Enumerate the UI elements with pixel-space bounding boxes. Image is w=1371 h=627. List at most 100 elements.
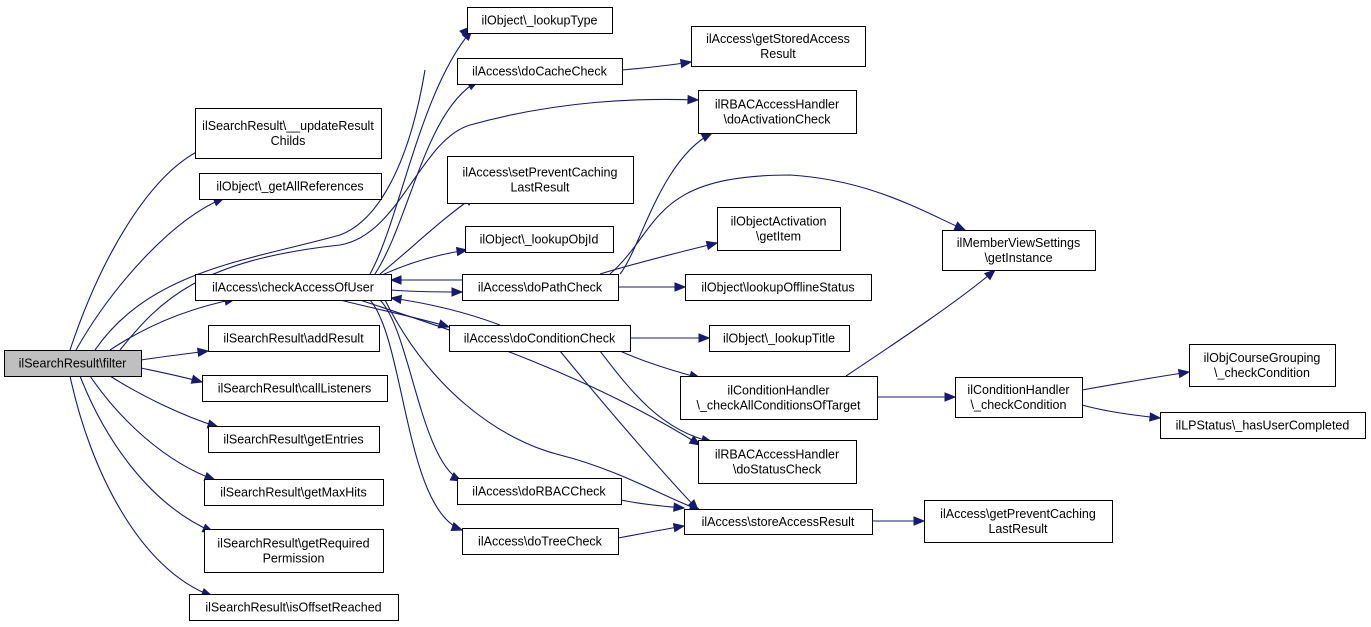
node-box (189, 594, 399, 621)
node-storeAccessResult[interactable]: ilAccess\storeAccessResult (684, 509, 873, 535)
edge-line (75, 197, 225, 351)
edge-filter-to-addResult (140, 347, 210, 361)
node-label: ilAccess\getPreventCaching (940, 507, 1096, 521)
edge-checkAccessOfUser-to-doConditionCheck (339, 299, 451, 329)
node-box (685, 274, 872, 301)
node-layer: ilSearchResult\filter ilSearchResult\__up… (4, 7, 1366, 621)
node-label: ilSearchResult\isOffsetReached (205, 601, 381, 615)
arrow-head (437, 319, 451, 329)
node-label: Result (760, 47, 796, 61)
node-getItem[interactable]: ilObjectActivation\getItem (717, 207, 841, 251)
node-label: ilObject\_lookupObjId (480, 233, 599, 247)
node-addResult[interactable]: ilSearchResult\addResult (208, 325, 380, 352)
edge-doPathCheck-to-getItem (599, 240, 719, 275)
node-label: ilConditionHandler (967, 383, 1069, 397)
node-callListeners[interactable]: ilSearchResult\callListeners (202, 375, 388, 402)
edge-doConditionCheck-to-checkAccessOfUser (389, 294, 501, 326)
node-label: ilAccess\doCacheCheck (472, 65, 608, 79)
edge-storeAccessResult-to-getPreventCaching (871, 516, 926, 526)
node-box (195, 108, 382, 159)
node-lookupType[interactable]: ilObject\_lookupType (467, 7, 613, 34)
arrow-head (913, 516, 926, 526)
edge-checkAccessOfUser-to-lookupType (369, 28, 473, 275)
node-filter[interactable]: ilSearchResult\filter (4, 350, 142, 377)
node-lookupOfflineStatus[interactable]: ilObject\lookupOfflineStatus (685, 274, 872, 301)
node-label: \_checkCondition (1214, 366, 1310, 380)
node-checkAccessOfUser[interactable]: ilAccess\checkAccessOfUser (195, 274, 392, 301)
node-doPathCheck[interactable]: ilAccess\doPathCheck (462, 274, 619, 301)
node-box (462, 528, 619, 555)
edge-doRBACCheck-to-storeAccessResult (620, 499, 686, 512)
edge-line (79, 375, 214, 533)
node-lookupObjId[interactable]: ilObject\_lookupObjId (465, 226, 614, 253)
node-label: ilObject\_lookupTitle (723, 332, 835, 346)
node-box (195, 274, 392, 301)
node-doRBACCheck[interactable]: ilAccess\doRBACCheck (457, 478, 622, 505)
edge-line (1081, 404, 1161, 419)
edge-line (1081, 371, 1190, 391)
arrow-head (687, 499, 699, 511)
node-doConditionCheck[interactable]: ilAccess\doConditionCheck (449, 325, 631, 352)
edge-line (390, 289, 463, 293)
arrow-head (673, 502, 686, 512)
node-box (457, 478, 622, 505)
node-hasUserCompleted[interactable]: ilLPStatus\_hasUserCompleted (1160, 412, 1366, 439)
node-label: ilSearchResult\__updateResult (202, 119, 374, 133)
node-doTreeCheck[interactable]: ilAccess\doTreeCheck (462, 528, 619, 555)
node-label: ilSearchResult\callListeners (218, 382, 372, 396)
node-box (1189, 344, 1336, 387)
node-objCourseGrouping[interactable]: ilObjCourseGrouping\_checkCondition (1189, 344, 1336, 387)
node-label: ilObjectActivation (731, 215, 827, 229)
edge-checkAccessOfUser-to-doTreeCheck (369, 299, 464, 531)
node-box (447, 156, 634, 204)
node-box (467, 7, 613, 34)
node-getEntries[interactable]: ilSearchResult\getEntries (208, 426, 380, 453)
edge-filter-to-doActivationCheck (119, 94, 700, 351)
node-isOffsetReached[interactable]: ilSearchResult\isOffsetReached (189, 594, 399, 621)
edge-doPathCheck-to-getInstance (609, 174, 967, 275)
node-checkAllConditionsOfTarget[interactable]: ilConditionHandler\_checkAllConditionsOf… (680, 376, 878, 420)
edge-checkAccessOfUser-to-doStatusCheck (359, 299, 702, 446)
node-getAllReferences[interactable]: ilObject\_getAllReferences (199, 173, 382, 200)
node-doCacheCheck[interactable]: ilAccess\doCacheCheck (457, 58, 623, 85)
arrow-head (700, 132, 714, 143)
node-getMaxHits[interactable]: ilSearchResult\getMaxHits (204, 479, 384, 506)
node-label: \getItem (756, 230, 801, 244)
node-box (924, 500, 1113, 543)
arrow-head (450, 522, 464, 531)
node-label: ilConditionHandler (727, 384, 829, 398)
edge-doPathCheck-to-lookupOfflineStatus (618, 282, 687, 292)
arrow-head (1149, 412, 1162, 422)
edge-filter-to-isOffsetReached (69, 375, 214, 597)
node-box (698, 90, 857, 134)
edge-line (599, 242, 718, 275)
edge-doTreeCheck-to-storeAccessResult (617, 523, 686, 539)
node-label: ilAccess\checkAccessOfUser (212, 281, 374, 295)
node-box (684, 509, 873, 535)
node-box (202, 375, 388, 402)
node-box (465, 226, 614, 253)
node-label: \_checkCondition (971, 398, 1067, 412)
edge-doCacheCheck-to-getStoredAccessResult (621, 58, 693, 71)
edge-line (374, 80, 479, 275)
node-doStatusCheck[interactable]: ilRBACAccessHandler\doStatusCheck (698, 440, 857, 484)
arrow-head (190, 374, 204, 384)
node-box (709, 325, 850, 352)
node-label: ilAccess\doRBACCheck (472, 485, 606, 499)
node-lookupTitle[interactable]: ilObject\_lookupTitle (709, 325, 850, 352)
node-getInstance[interactable]: ilMemberViewSettings\getInstance (942, 230, 1096, 271)
node-box (955, 377, 1083, 418)
edge-line (559, 350, 699, 511)
node-checkCondition[interactable]: ilConditionHandler\_checkCondition (955, 377, 1083, 418)
edge-line (369, 299, 463, 531)
arrow-head (389, 275, 402, 285)
edge-filter-to-updateResultChilds (69, 146, 209, 351)
node-doActivationCheck[interactable]: ilRBACAccessHandler\doActivationCheck (698, 90, 857, 134)
edge-checkAllConditionsOfTarget-to-getInstance (845, 269, 997, 377)
arrow-head (698, 333, 711, 343)
